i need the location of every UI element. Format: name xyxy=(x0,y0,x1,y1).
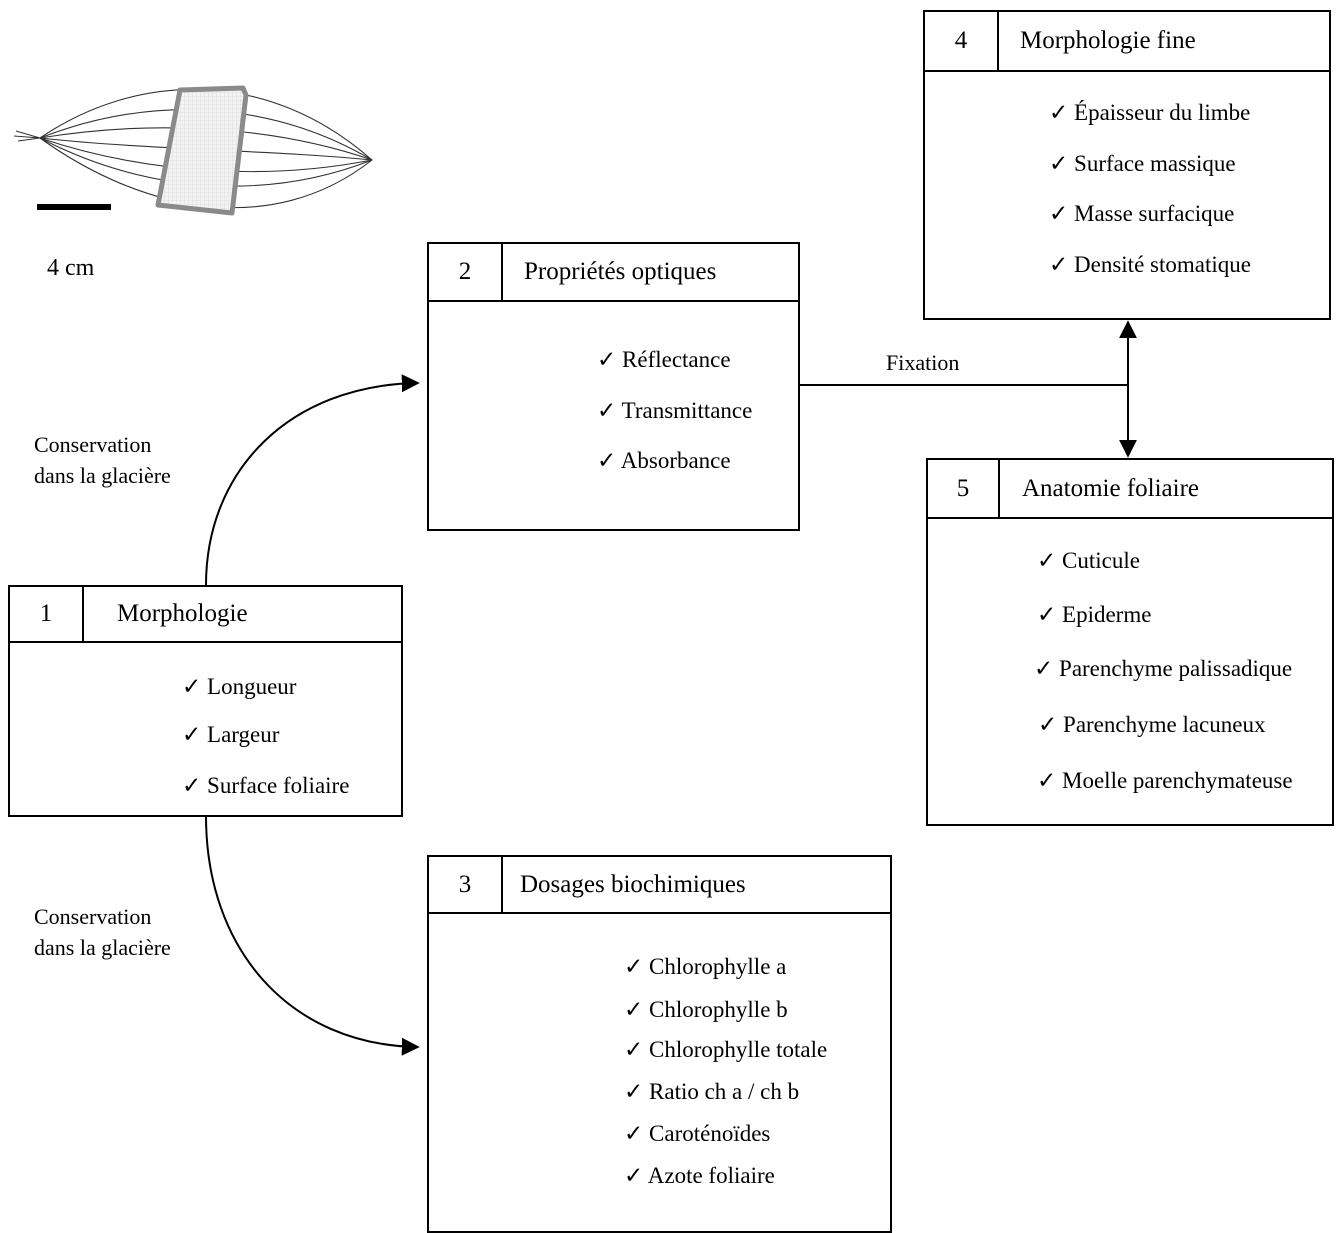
box-number: 5 xyxy=(928,460,1000,517)
check-item: ✓ Epiderme xyxy=(1037,602,1152,627)
box-title: Anatomie foliaire xyxy=(1022,475,1200,502)
scale-bar xyxy=(37,204,111,210)
label-line: dans la glacière xyxy=(34,934,171,960)
check-item: ✓ Transmittance xyxy=(597,398,753,423)
arrow-box1-to-box2 xyxy=(205,374,420,586)
check-item: ✓ Moelle parenchymateuse xyxy=(1037,768,1293,793)
conservation-label-lower: Conservation dans la glacière xyxy=(34,902,171,964)
leaf-top-sample-rectangle xyxy=(155,85,249,216)
box-number: 2 xyxy=(429,244,503,300)
check-item: ✓ Chlorophylle b xyxy=(624,997,788,1022)
box-morphologie-fine: 4 Morphologie fine ✓ Épaisseur du limbe … xyxy=(923,10,1331,320)
box-header: 4 Morphologie fine xyxy=(925,12,1329,72)
check-item: ✓ Cuticule xyxy=(1037,548,1140,573)
box-header: 2 Propriétés optiques xyxy=(429,244,798,302)
arrow-box1-to-box3 xyxy=(205,815,420,1056)
check-item: ✓ Ratio ch a / ch b xyxy=(624,1079,800,1104)
fixation-label: Fixation xyxy=(886,350,960,375)
box-title: Dosages biochimiques xyxy=(520,871,746,898)
check-item: ✓ Caroténoïdes xyxy=(624,1121,771,1146)
box-number: 1 xyxy=(10,587,84,641)
check-item: ✓ Azote foliaire xyxy=(624,1163,775,1188)
check-item: ✓ Densité stomatique xyxy=(1049,252,1251,277)
check-item: ✓ Surface foliaire xyxy=(182,773,350,798)
check-item: ✓ Chlorophylle a xyxy=(624,954,787,979)
box-proprietes-optiques: 2 Propriétés optiques ✓ Réflectance ✓ Tr… xyxy=(427,242,800,531)
box-morphologie: 1 Morphologie ✓ Longueur ✓ Largeur ✓ Sur… xyxy=(8,585,403,817)
box-title: Morphologie fine xyxy=(1020,27,1196,54)
box-title: Propriétés optiques xyxy=(524,258,717,285)
label-line: Conservation xyxy=(34,904,152,929)
check-item: ✓ Absorbance xyxy=(597,448,731,473)
check-item: ✓ Parenchyme lacuneux xyxy=(1038,712,1266,737)
scale-label: 4 cm xyxy=(47,255,95,281)
check-item: ✓ Masse surfacique xyxy=(1049,201,1235,226)
conservation-label-upper: Conservation dans la glacière xyxy=(34,430,171,492)
check-item: ✓ Surface massique xyxy=(1049,151,1236,176)
box-header: 1 Morphologie xyxy=(10,587,401,643)
box-title: Morphologie xyxy=(117,600,248,627)
check-item: ✓ Largeur xyxy=(182,722,280,747)
box-header: 3 Dosages biochimiques xyxy=(429,857,890,914)
check-item: ✓ Longueur xyxy=(182,674,297,699)
box-dosages-biochimiques: 3 Dosages biochimiques ✓ Chlorophylle a … xyxy=(427,855,892,1233)
box-header: 5 Anatomie foliaire xyxy=(928,460,1332,519)
check-item: ✓ Chlorophylle totale xyxy=(624,1037,828,1062)
box-number: 3 xyxy=(429,857,503,912)
label-line: Conservation xyxy=(34,432,152,457)
check-item: ✓ Épaisseur du limbe xyxy=(1049,100,1251,125)
box-number: 4 xyxy=(925,12,999,70)
label-line: dans la glacière xyxy=(34,462,171,488)
box-anatomie-foliaire: 5 Anatomie foliaire ✓ Cuticule ✓ Epiderm… xyxy=(926,458,1334,826)
check-item: ✓ Parenchyme palissadique xyxy=(1034,656,1293,681)
check-item: ✓ Réflectance xyxy=(597,347,731,372)
